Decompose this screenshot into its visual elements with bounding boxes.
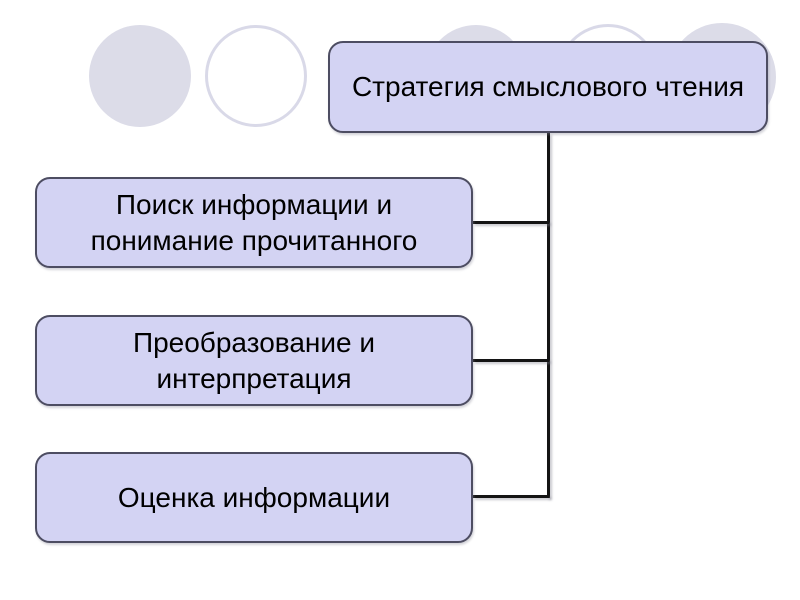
connector-branch-3 <box>473 495 549 498</box>
child-node-label-line: Оценка информации <box>117 481 391 513</box>
child-node-label-line: Преобразование и <box>132 326 376 358</box>
child-node-evaluation: Оценка информации <box>35 452 473 543</box>
child-node-label-line: понимание прочитанного <box>90 224 418 256</box>
child-node-transformation: Преобразование и интерпретация <box>35 315 473 406</box>
decorative-circle-filled-1 <box>89 25 191 127</box>
root-node-reading-strategy: Стратегия смыслового чтения <box>328 41 768 133</box>
child-node-label-line: Поиск информации и <box>115 188 393 220</box>
root-node-label: Стратегия смыслового чтения <box>351 71 745 103</box>
connector-branch-2 <box>473 359 549 362</box>
decorative-circle-outlined-1 <box>205 25 307 127</box>
child-node-information-search: Поиск информации и понимание прочитанног… <box>35 177 473 268</box>
connector-vertical-trunk <box>547 133 550 498</box>
connector-branch-1 <box>473 221 549 224</box>
child-node-label-line: интерпретация <box>156 362 352 394</box>
